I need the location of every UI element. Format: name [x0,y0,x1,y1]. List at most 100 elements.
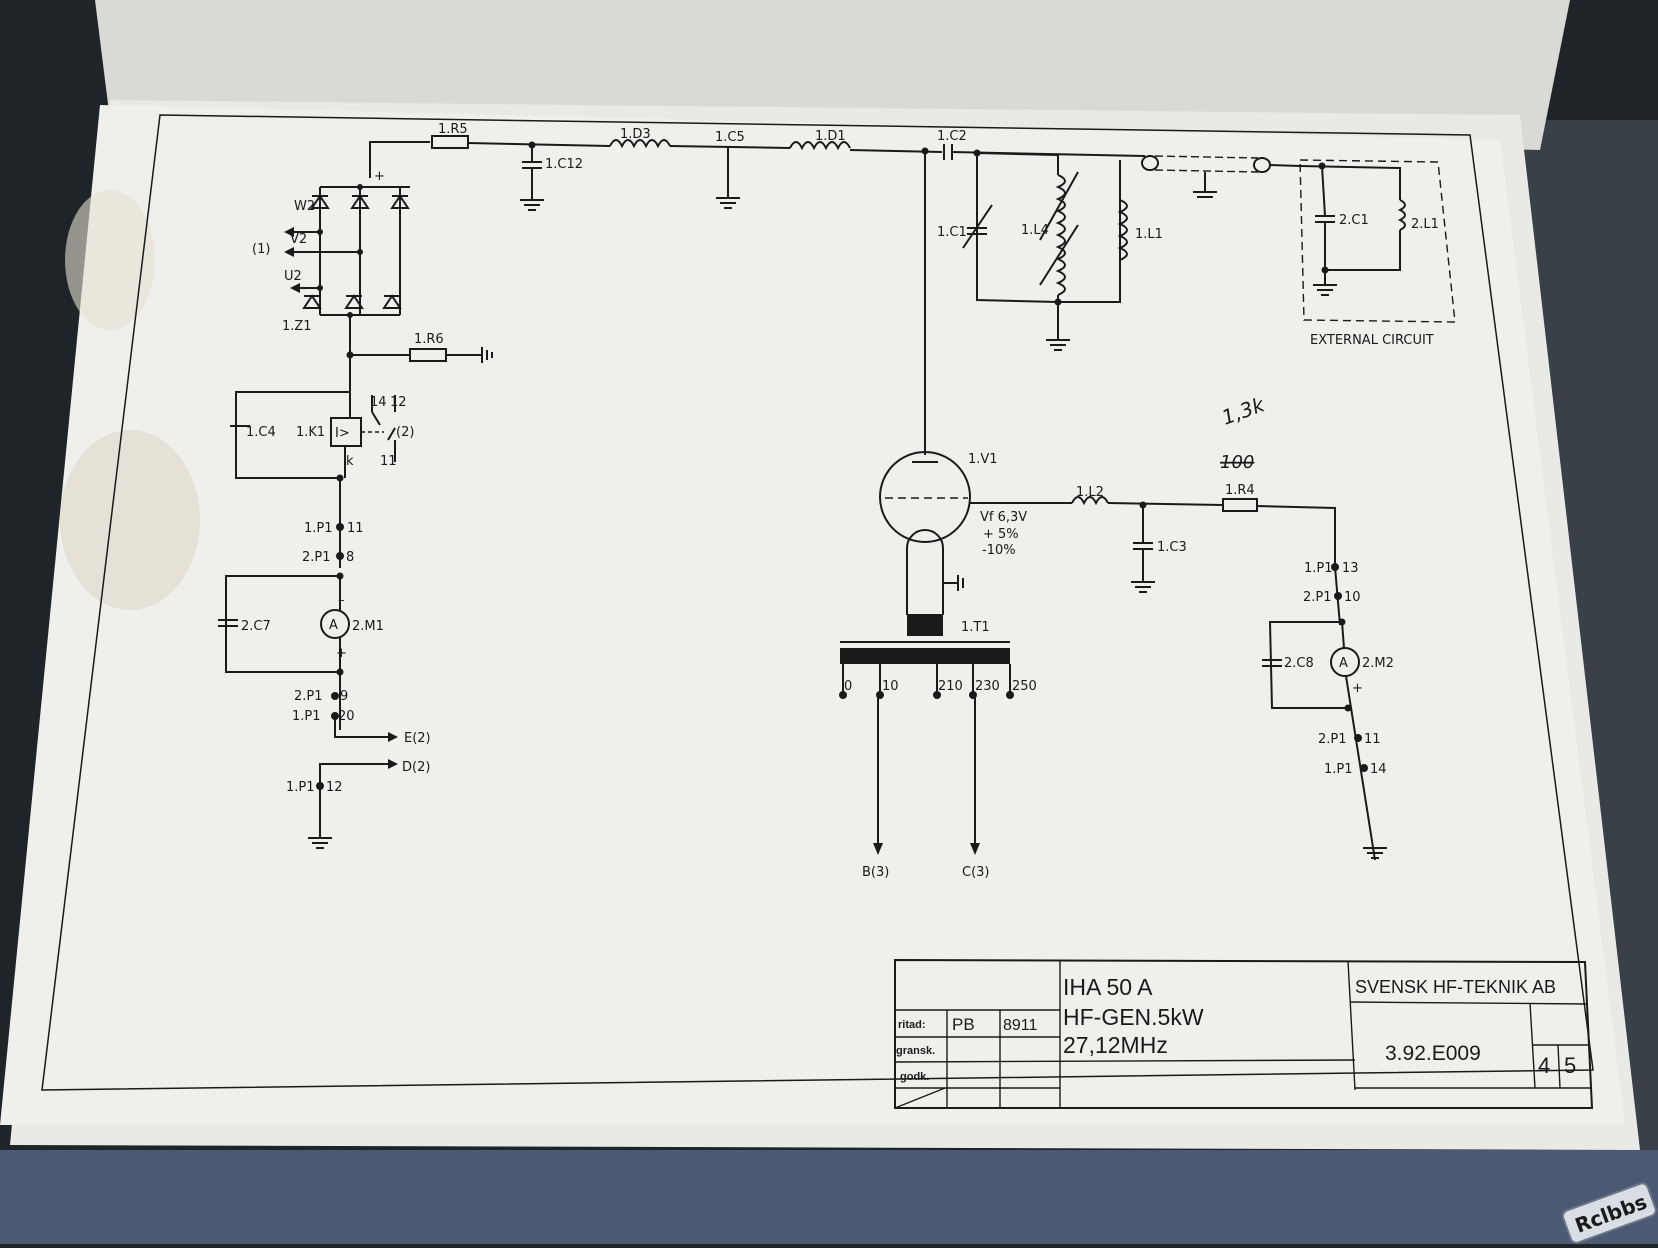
label-u2: U2 [284,269,302,284]
relay-pin-i: i [348,395,352,410]
label-1p1-13: 1.P1 [1304,561,1333,576]
pin-20: 20 [338,709,355,724]
label-w2: W2 [294,199,315,214]
tap-10: 10 [882,679,899,694]
tb-ritad-by: PB [952,1015,975,1034]
label-b3: B(3) [862,865,889,880]
label-1p1-11: 1.P1 [304,521,333,536]
label-2c1: 2.C1 [1339,213,1369,228]
tb-ritad-date: 8911 [1003,1017,1038,1034]
label-1l1: 1.L1 [1135,227,1163,242]
relay-symbol: I> [335,426,350,441]
pin-11-right: 11 [1364,732,1381,747]
meter-m1-circuit [218,523,398,849]
label-e2: E(2) [404,731,431,746]
m2-plus: + [1352,681,1363,696]
label-vf: Vf 6,3V [980,510,1027,525]
pin-9: 9 [340,689,348,704]
label-1d3: 1.D3 [620,127,651,142]
label-1z1: 1.Z1 [282,319,312,334]
stain [60,430,200,610]
label-2c7: 2.C7 [241,619,271,634]
rect-plus: + [374,169,385,184]
label-tol-plus: + 5% [983,527,1019,542]
label-2l1: 2.L1 [1411,217,1439,232]
stain [65,190,155,330]
m1-plus: + [336,646,347,661]
relay-contact-11: 11 [380,454,397,469]
pin-8: 8 [346,550,354,565]
label-1p1-14: 1.P1 [1324,762,1353,777]
label-1c12: 1.C12 [545,157,583,172]
tb-drawing-no: 3.92.E009 [1385,1042,1481,1065]
tb-gransk-label: gransk. [896,1045,935,1057]
tb-ritad-label: ritad: [898,1019,926,1031]
ammeter-icon: A [1339,656,1348,671]
label-1p1-20: 1.P1 [292,709,321,724]
label-2p1-9: 2.P1 [294,689,323,704]
inductor-d1 [789,141,851,151]
relay-pin-k: k [346,454,354,469]
tap-230: 230 [975,679,1000,694]
label-2p1-8: 2.P1 [302,550,331,565]
m1-minus: – [338,593,345,608]
label-1c2: 1.C2 [937,129,967,144]
tube-v1 [879,451,1336,636]
tb-title-1: IHA 50 A [1063,974,1153,1000]
relay-contact-12: 12 [390,395,407,410]
tb-title-2: HF-GEN.5kW [1063,1004,1204,1030]
meter-m2-circuit [1262,563,1387,861]
pin-13: 13 [1342,561,1359,576]
label-2m2: 2.M2 [1362,656,1394,671]
relay-contact-14: 14 [370,395,387,410]
external-circuit [1299,159,1456,323]
capacitor-c12 [520,141,544,211]
tb-sheet: 4 [1538,1053,1550,1078]
tank-circuit [921,147,1301,455]
pin-10: 10 [1344,590,1361,605]
tap-0: 0 [844,679,852,694]
label-v2: V2 [290,232,307,247]
drawing-page [0,105,1625,1125]
label-2p1-11: 2.P1 [1318,732,1347,747]
label-1r5: 1.R5 [438,122,468,137]
binder-cover [0,1150,1658,1244]
tb-godk-label: godk. [900,1071,929,1083]
label-1r4: 1.R4 [1225,483,1255,498]
label-1t1: 1.T1 [961,620,990,635]
label-1p1-12: 1.P1 [286,780,315,795]
ammeter-icon: A [329,618,338,633]
pin-14: 14 [1370,762,1387,777]
label-tol-minus: -10% [982,543,1016,558]
label-2m1: 2.M1 [352,619,384,634]
label-1c3: 1.C3 [1157,540,1187,555]
label-c3: C(3) [962,865,990,880]
title-block [894,958,1594,1109]
label-1d1: 1.D1 [815,129,846,144]
label-1v1: 1.V1 [968,452,998,467]
label-external-circuit: EXTERNAL CIRCUIT [1310,333,1434,348]
label-1r6: 1.R6 [414,332,444,347]
label-1k1: 1.K1 [296,425,325,440]
drawing-border [41,114,1594,1091]
transformer-t1 [839,641,1014,855]
tap-250: 250 [1012,679,1037,694]
label-1c1: 1.C1 [937,225,967,240]
label-1l4: 1.L4 [1021,223,1049,238]
label-2p1-10: 2.P1 [1303,590,1332,605]
label-ref-2: (2) [396,425,414,440]
rectifier-bridge [284,184,493,392]
label-2c8: 2.C8 [1284,656,1314,671]
label-ref-1: (1) [252,242,270,257]
handwritten-strike: 100 [1220,452,1254,473]
tb-sheets: 5 [1564,1053,1576,1078]
label-1c4: 1.C4 [246,425,276,440]
pin-11: 11 [347,521,364,536]
tb-company: SVENSK HF-TEKNIK AB [1355,977,1556,997]
tb-title-3: 27,12MHz [1063,1032,1168,1058]
label-1c5: 1.C5 [715,130,745,145]
label-d2: D(2) [402,760,430,775]
pin-12: 12 [326,780,343,795]
